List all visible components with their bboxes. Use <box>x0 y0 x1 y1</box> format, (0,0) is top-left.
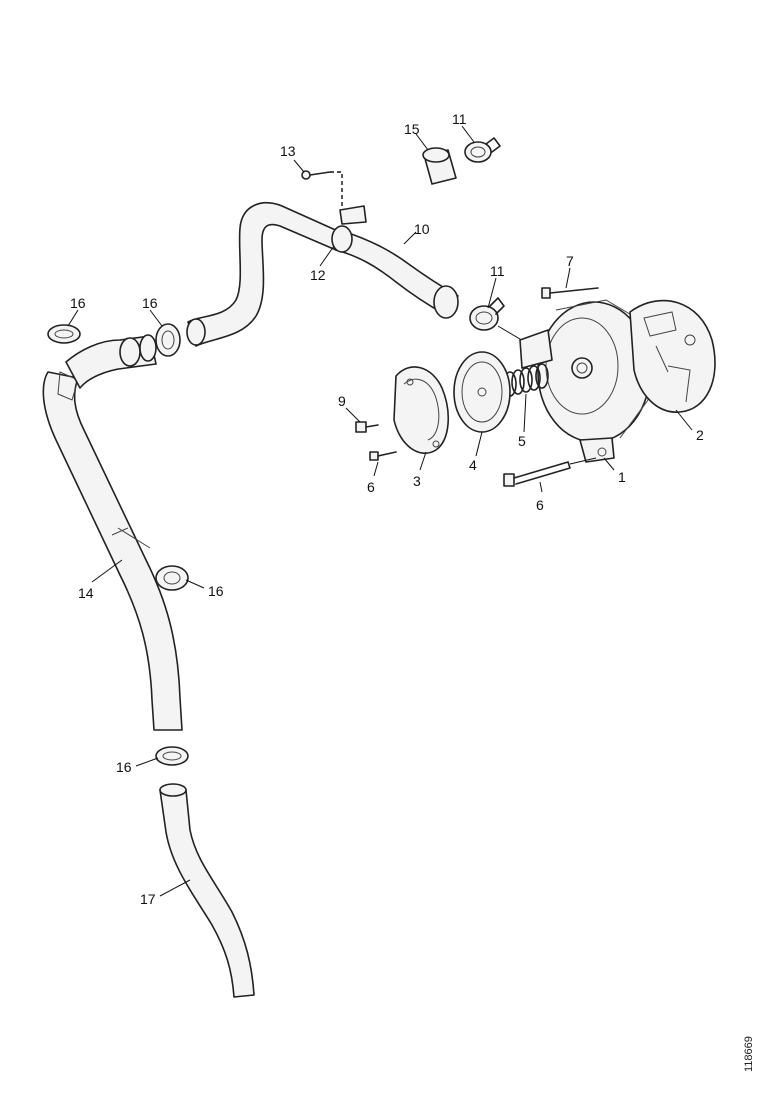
screw-8 <box>503 461 571 487</box>
callout-4: 4 <box>469 457 477 473</box>
callout-9: 9 <box>338 393 346 409</box>
cover-2 <box>629 299 716 413</box>
hose-14-upper-run <box>65 334 157 389</box>
clamp-16-top-left <box>47 324 81 344</box>
callout-16-lower: 16 <box>116 759 132 775</box>
callout-17: 17 <box>140 891 156 907</box>
callout-2: 2 <box>696 427 704 443</box>
callout-12: 12 <box>310 267 326 283</box>
callout-3: 3 <box>413 473 421 489</box>
callout-6-right: 6 <box>536 497 544 513</box>
cover-plate-3 <box>393 366 450 455</box>
clamp-11-top <box>464 137 501 163</box>
callout-10: 10 <box>414 221 430 237</box>
callout-7: 7 <box>566 253 574 269</box>
callout-6-left: 6 <box>367 479 375 495</box>
callout-15: 15 <box>404 121 420 137</box>
pump-body-1 <box>519 299 651 463</box>
callout-16-middle: 16 <box>208 583 224 599</box>
screw-8-axis <box>569 457 597 465</box>
callout-16-top-left: 16 <box>70 295 86 311</box>
hose-17 <box>159 783 255 998</box>
callout-13: 13 <box>280 143 296 159</box>
callout-1: 1 <box>618 469 626 485</box>
callout-11-mid: 11 <box>490 263 505 279</box>
leader-lines <box>67 125 693 897</box>
diaphragm-4 <box>453 351 511 433</box>
clamp-16-lower <box>155 746 189 766</box>
assembly-line-13 <box>330 171 343 218</box>
callout-14: 14 <box>78 585 94 601</box>
screw-7 <box>541 287 599 299</box>
clamp-11-mid <box>469 297 505 331</box>
reference-number: 118669 <box>743 1036 755 1072</box>
callout-5: 5 <box>518 433 526 449</box>
screw-6 <box>369 451 397 461</box>
hose-14 <box>42 371 183 731</box>
sleeve-15 <box>422 147 457 185</box>
screw-9 <box>355 421 379 433</box>
callout-11-top: 11 <box>452 111 467 127</box>
clamp-16-upper <box>155 323 181 357</box>
bracket-13 <box>339 205 367 225</box>
hose-10 <box>331 225 459 319</box>
screw-13 <box>301 170 331 180</box>
clamp-16-middle <box>155 565 189 591</box>
callout-16-upper: 16 <box>142 295 158 311</box>
